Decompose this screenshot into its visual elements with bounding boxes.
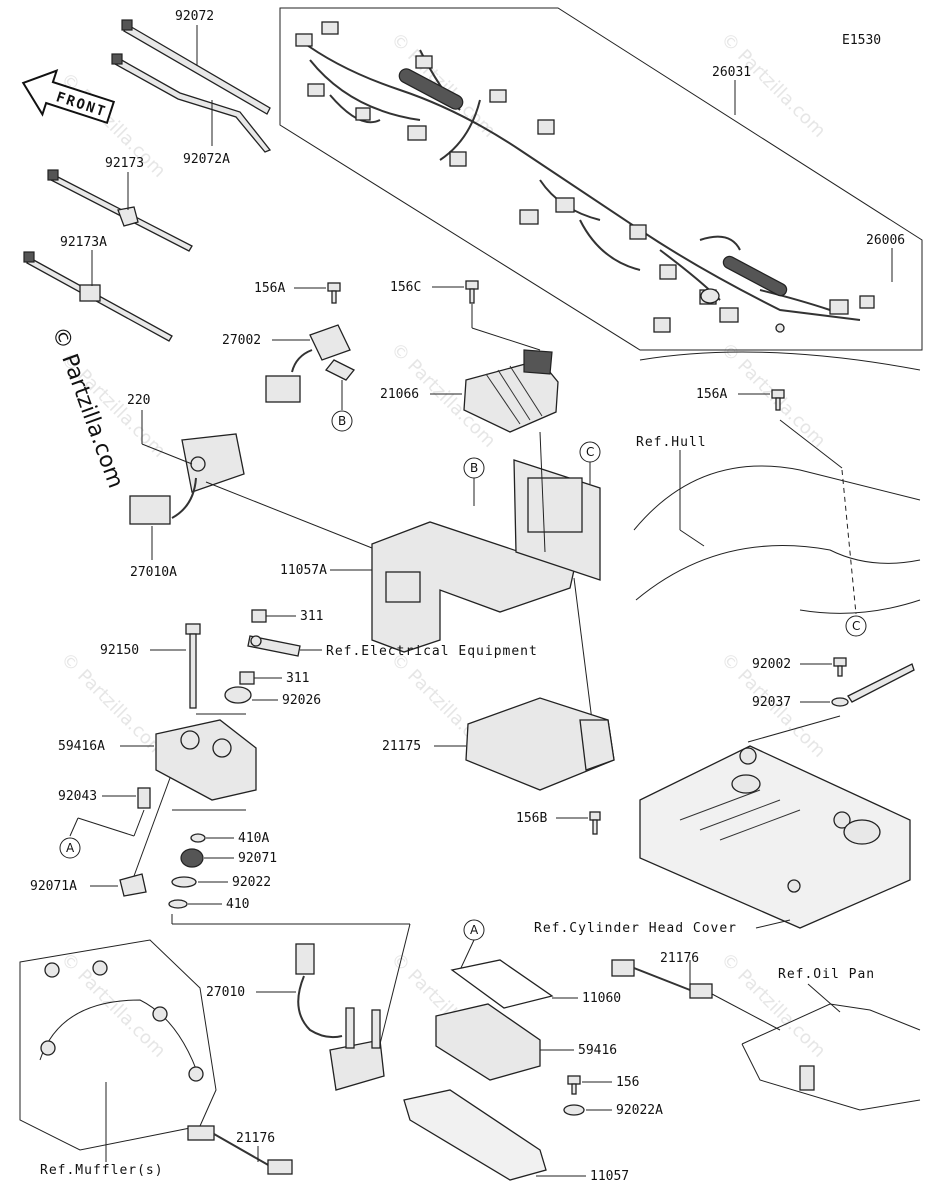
watermark: © Partzilla.com (56, 949, 169, 1062)
ref-oil-pan: Ref.Oil Pan (778, 967, 875, 982)
bracket-11057A (371, 459, 601, 653)
strap-92037 (847, 663, 915, 703)
svg-text:A: A (66, 841, 75, 855)
collar-92043 (137, 787, 151, 809)
relay-27002 (265, 324, 356, 403)
label-11057: 11057 (590, 1169, 629, 1184)
sensor-21176-right (611, 959, 713, 999)
grommet-92071 (180, 848, 204, 868)
svg-text:C: C (586, 445, 594, 459)
bolt-156A (327, 282, 341, 304)
switch-27010 (295, 943, 385, 1091)
label-92150: 92150 (100, 643, 139, 658)
label-59416: 59416 (578, 1043, 617, 1058)
bolt-92002 (833, 657, 847, 667)
holder-59416A (155, 719, 257, 801)
label-92002: 92002 (752, 657, 791, 672)
label-410: 410 (226, 897, 249, 912)
svg-text:B: B (470, 461, 478, 475)
label-220: 220 (127, 393, 150, 408)
label-92072: 92072 (175, 9, 214, 24)
label-26031: 26031 (712, 65, 751, 80)
cable-tie-92173 (47, 169, 193, 252)
ecu-21175 (465, 697, 615, 791)
label-21176-right: 21176 (660, 951, 699, 966)
washer-92022 (171, 876, 197, 888)
label-92022: 92022 (232, 875, 271, 890)
nut-311-bottom (239, 671, 255, 685)
terminal-post (247, 635, 301, 657)
label-11060: 11060 (582, 991, 621, 1006)
watermark: © Partzilla.com (386, 29, 499, 142)
svg-text:A: A (470, 923, 479, 937)
nut-311-top (251, 609, 267, 623)
washer-410 (168, 899, 188, 909)
label-92043: 92043 (58, 789, 97, 804)
label-311-bottom: 311 (286, 671, 309, 686)
washer-410A (190, 833, 206, 843)
bracket-11057 (403, 1089, 547, 1181)
ref-cylinder-head-cover: Ref.Cylinder Head Cover (534, 921, 737, 936)
label-156A-top: 156A (254, 281, 285, 296)
label-410A: 410A (238, 831, 269, 846)
label-27010A: 27010A (130, 565, 177, 580)
bolt-92150 (185, 623, 201, 709)
label-92022A: 92022A (616, 1103, 663, 1118)
label-92037: 92037 (752, 695, 791, 710)
label-59416A: 59416A (58, 739, 105, 754)
holder-59416 (435, 1003, 541, 1081)
cylinder-head-cover-ref (639, 745, 911, 929)
bolt-156 (567, 1075, 581, 1085)
label-11057A: 11057A (280, 563, 327, 578)
muffler-ref (19, 939, 217, 1151)
label-21176-bottom: 21176 (236, 1131, 275, 1146)
label-311-top: 311 (300, 609, 323, 624)
diagram-code: E1530 (842, 33, 881, 48)
ref-hull: Ref.Hull (636, 435, 707, 450)
cable-tie-92072 (111, 19, 272, 153)
label-156C: 156C (390, 280, 421, 295)
cap-92071A (119, 873, 147, 897)
gasket-11060 (450, 959, 554, 1009)
hull-ref (633, 351, 921, 614)
svg-text:B: B (338, 414, 346, 428)
label-21066: 21066 (380, 387, 419, 402)
bolt-156C (465, 280, 479, 304)
label-156B: 156B (516, 811, 547, 826)
label-27002: 27002 (222, 333, 261, 348)
callout-b (331, 410, 353, 432)
label-92026: 92026 (282, 693, 321, 708)
grommet-92026 (224, 686, 252, 704)
label-92071: 92071 (238, 851, 277, 866)
label-21175: 21175 (382, 739, 421, 754)
label-92071A: 92071A (30, 879, 77, 894)
wire-harness-26031 (279, 7, 923, 351)
ref-electrical-equipment: Ref.Electrical Equipment (326, 644, 538, 659)
label-26006: 26006 (866, 233, 905, 248)
label-27010: 27010 (206, 985, 245, 1000)
oil-pan-ref (741, 1003, 921, 1111)
washer-92022A (563, 1104, 585, 1116)
sensor-21176-bottom (187, 1125, 293, 1175)
bolt-156B (589, 811, 601, 821)
label-156: 156 (616, 1075, 639, 1090)
label-156A-right: 156A (696, 387, 727, 402)
callout-a (59, 837, 81, 859)
callout-c (845, 615, 867, 637)
watermark: © Partzilla.com (716, 29, 829, 142)
ref-muffler: Ref.Muffler(s) (40, 1163, 164, 1178)
regulator-21066 (463, 349, 559, 433)
svg-text:C: C (852, 619, 860, 633)
part-220 (129, 433, 245, 525)
label-92173: 92173 (105, 156, 144, 171)
label-92072A: 92072A (183, 152, 230, 167)
bolt-156A (771, 389, 785, 399)
label-92173A: 92173A (60, 235, 107, 250)
cable-tie-92173A (23, 251, 173, 342)
